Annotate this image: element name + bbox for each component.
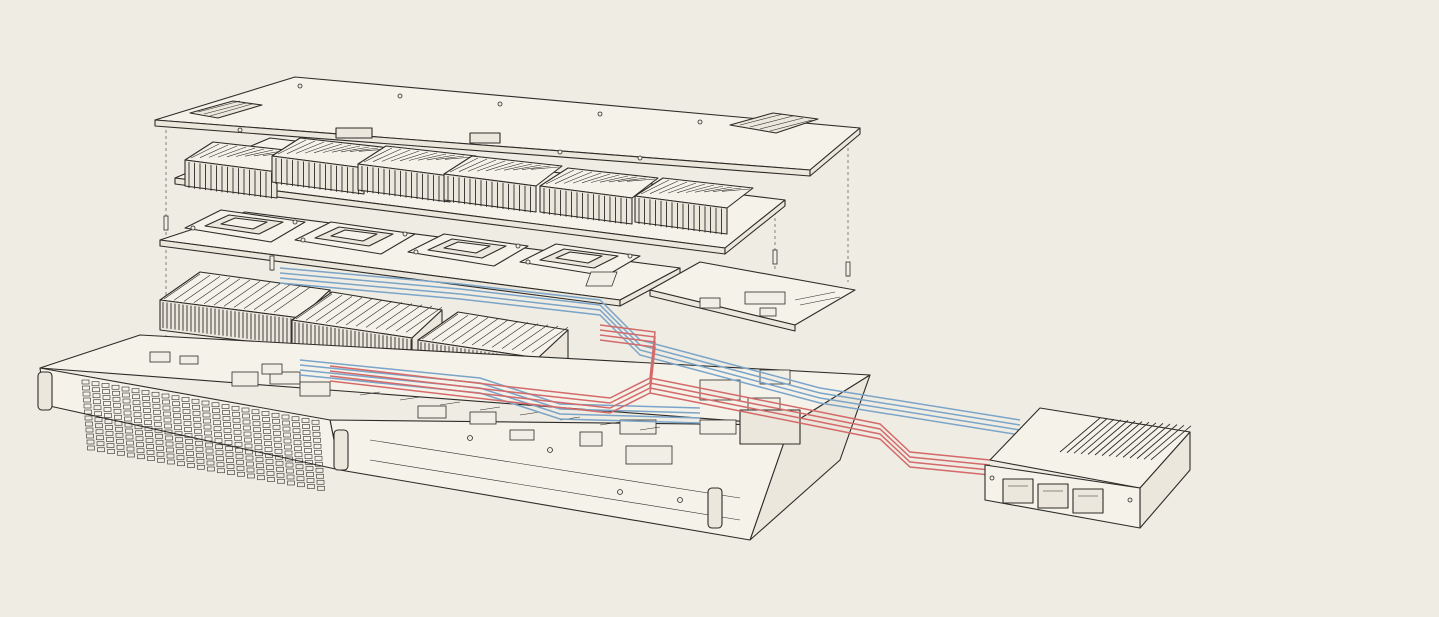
controller-daughterboard xyxy=(585,261,856,332)
cpu-socket-2 xyxy=(294,221,416,255)
blue-signal-line xyxy=(299,364,701,414)
module-heatsink-fins xyxy=(1059,417,1192,461)
board-chip xyxy=(759,369,791,385)
board-chip xyxy=(579,431,603,447)
blue-signal-line xyxy=(299,374,701,424)
red-signal-line xyxy=(599,329,991,466)
heatsink-block-1 xyxy=(184,141,304,199)
heatsink-block-2 xyxy=(271,137,391,195)
heatsink-block-6 xyxy=(634,177,754,235)
red-signal-line xyxy=(329,365,651,399)
top-cover-vent-right xyxy=(729,112,819,134)
board-chip xyxy=(619,419,657,435)
board-chip xyxy=(149,351,171,363)
red-signal-line xyxy=(599,334,991,471)
blue-signal-line xyxy=(299,369,701,419)
network-port-3[interactable] xyxy=(1072,488,1104,514)
cpu-socket-1 xyxy=(184,209,306,243)
red-signal-line xyxy=(329,375,651,409)
heatsink-block-3 xyxy=(357,145,477,203)
blue-signal-line xyxy=(279,277,1021,431)
base-chassis xyxy=(37,334,871,541)
network-port-2[interactable] xyxy=(1037,483,1069,509)
heatsink-row xyxy=(174,137,786,255)
board-chip xyxy=(269,371,301,385)
blue-signal-line xyxy=(299,359,701,409)
red-signal-line xyxy=(599,324,991,461)
cpu-socket-4 xyxy=(519,243,641,277)
module-ports xyxy=(1002,478,1104,514)
board-chip xyxy=(299,381,331,397)
top-cover-vent-left xyxy=(189,100,263,119)
board-chip xyxy=(509,429,535,441)
red-signal-line xyxy=(599,339,991,476)
rack-handle-left xyxy=(37,371,723,529)
red-signal-line xyxy=(329,380,651,414)
board-chip xyxy=(469,411,497,425)
board-chip xyxy=(417,405,447,419)
heatsink-block-5 xyxy=(539,167,659,225)
heatsink-block-4 xyxy=(443,155,563,213)
io-bracket xyxy=(739,409,801,445)
network-port-1[interactable] xyxy=(1002,478,1034,504)
top-cover xyxy=(154,76,861,177)
board-chip xyxy=(231,371,259,387)
board-chip xyxy=(261,363,283,375)
external-network-module xyxy=(984,407,1192,529)
blue-signal-line xyxy=(279,282,1021,436)
blue-signal-line xyxy=(279,267,1021,421)
board-chip xyxy=(699,419,737,435)
red-signal-line xyxy=(329,370,651,404)
board-chip xyxy=(179,355,199,365)
signal-cable-bundle xyxy=(279,267,1021,476)
cpu-socket-3 xyxy=(407,233,529,267)
board-chip xyxy=(625,445,673,465)
blue-signal-line xyxy=(279,272,1021,426)
mounting-screws xyxy=(163,215,851,277)
front-vent-grid xyxy=(81,379,325,491)
